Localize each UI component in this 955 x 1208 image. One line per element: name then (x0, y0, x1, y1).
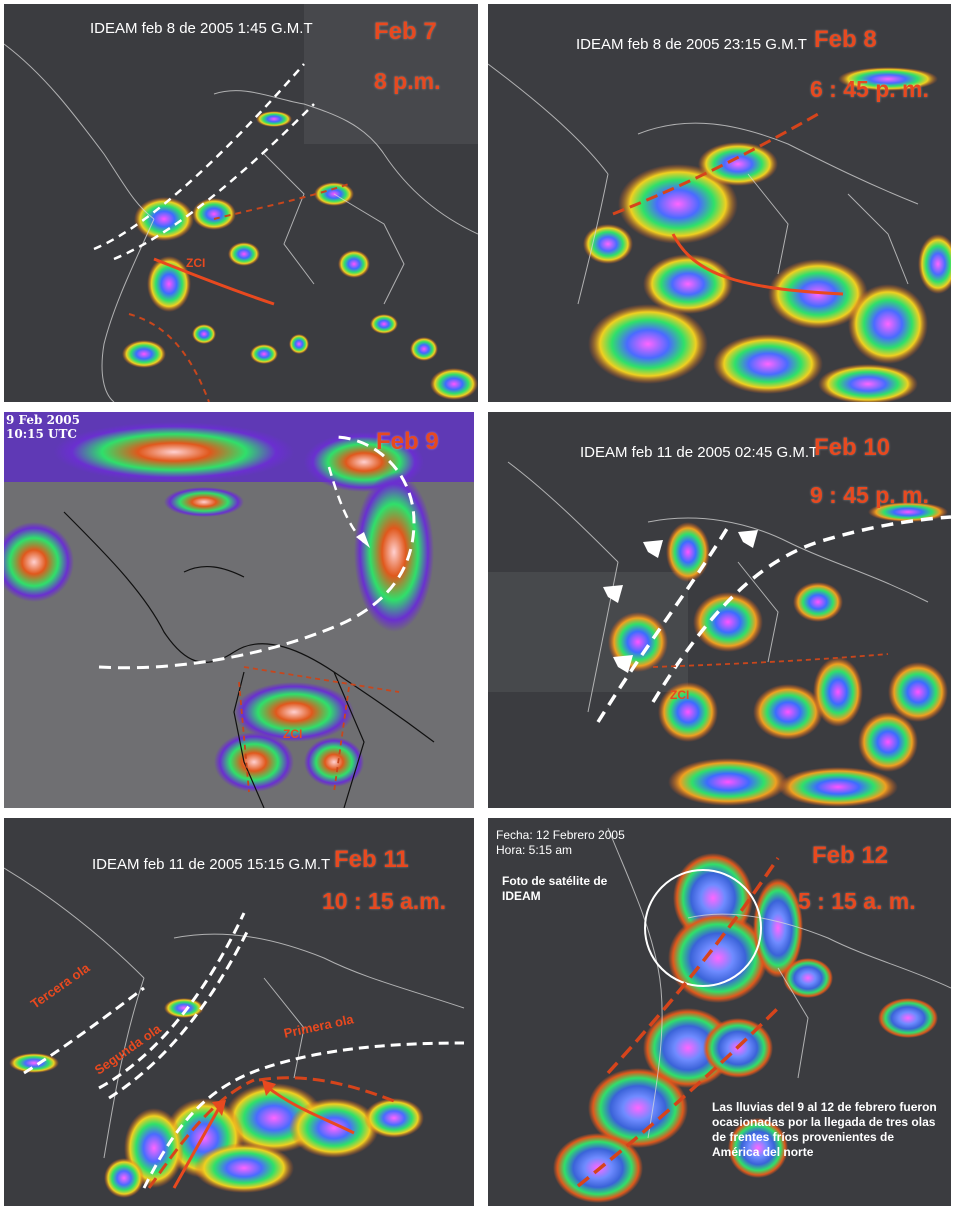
cold-front-line (98, 435, 416, 670)
satellite-panel-feb12: Fecha: 12 Febrero 2005 Hora: 5:15 am Fot… (488, 818, 951, 1206)
arrow-head-icon (212, 1100, 226, 1116)
image-header: IDEAM feb 8 de 2005 23:15 G.M.T (576, 36, 807, 53)
satellite-image (488, 4, 951, 402)
arrow-head-icon (356, 532, 370, 548)
cloud-clusters (4, 422, 434, 792)
coastlines (607, 827, 951, 1139)
coastlines (507, 461, 929, 713)
caption-text: Las lluvias del 9 al 12 de febrero fuero… (712, 1100, 937, 1159)
arrow-head-icon (262, 1080, 276, 1096)
date-label: Feb 11 (334, 846, 409, 873)
time-label: 9 : 45 p. m. (810, 482, 929, 508)
convergence-line (652, 653, 889, 668)
arrow-icons (603, 530, 758, 673)
date-label: Feb 9 (376, 428, 439, 455)
satellite-image (488, 412, 951, 808)
satellite-image (4, 818, 474, 1206)
date-label: Feb 7 (374, 18, 437, 45)
satellite-panel-feb9: 9 Feb 2005 10:15 UTC Feb 9 ZCI (4, 412, 474, 808)
image-header: IDEAM feb 11 de 2005 15:15 G.M.T (92, 856, 331, 873)
cold-front-line (612, 112, 819, 216)
highlight-circle (644, 869, 762, 987)
time-label: 8 p.m. (374, 68, 441, 94)
image-header-line2: 10:15 UTC (6, 427, 77, 441)
image-header: IDEAM feb 11 de 2005 02:45 G.M.T (580, 444, 819, 461)
photo-credit-line2: IDEAM (502, 889, 541, 903)
zci-line (153, 257, 275, 306)
cold-front-line (596, 515, 951, 723)
cold-front-line (93, 63, 315, 261)
cold-front-line (23, 912, 465, 1189)
time-info-line: Hora: 5:15 am (496, 843, 573, 857)
zci-label: ZCI (670, 688, 690, 702)
time-label: 6 : 45 p. m. (810, 76, 929, 102)
date-label: Feb 10 (814, 434, 891, 461)
date-info-line: Fecha: 12 Febrero 2005 (496, 828, 625, 842)
date-label: Feb 8 (814, 26, 877, 53)
satellite-image (4, 4, 478, 402)
coastlines (4, 867, 465, 1159)
satellite-panel-feb11: IDEAM feb 11 de 2005 15:15 G.M.T Feb 11 … (4, 818, 474, 1206)
cloud-clusters (9, 998, 424, 1198)
coastlines (488, 63, 919, 305)
photo-credit-line1: Foto de satélite de (502, 874, 608, 888)
convergence-line (238, 666, 400, 793)
satellite-panel-feb10: IDEAM feb 11 de 2005 02:45 G.M.T Feb 10 … (488, 412, 951, 808)
zci-label: ZCI (186, 256, 206, 270)
coastlines (4, 43, 478, 402)
convergence-line (128, 183, 350, 402)
zci-line (671, 233, 844, 296)
time-label: 5 : 15 a. m. (798, 888, 916, 914)
satellite-panel-feb7: IDEAM feb 8 de 2005 1:45 G.M.T Feb 7 8 p… (4, 4, 478, 402)
satellite-image (4, 412, 474, 808)
zci-label: ZCI (283, 727, 303, 741)
date-label: Feb 12 (812, 842, 889, 869)
cloud-clusters (608, 502, 948, 807)
zci-arrows (172, 1084, 355, 1189)
image-header: IDEAM feb 8 de 2005 1:45 G.M.T (90, 20, 313, 37)
time-label: 10 : 15 a.m. (322, 888, 447, 914)
image-header-line1: 9 Feb 2005 (6, 413, 80, 427)
satellite-panel-feb8: IDEAM feb 8 de 2005 23:15 G.M.T Feb 8 6 … (488, 4, 951, 402)
cold-front-line (576, 857, 780, 1188)
front-line-red (147, 1076, 400, 1189)
satellite-image (488, 818, 951, 1206)
